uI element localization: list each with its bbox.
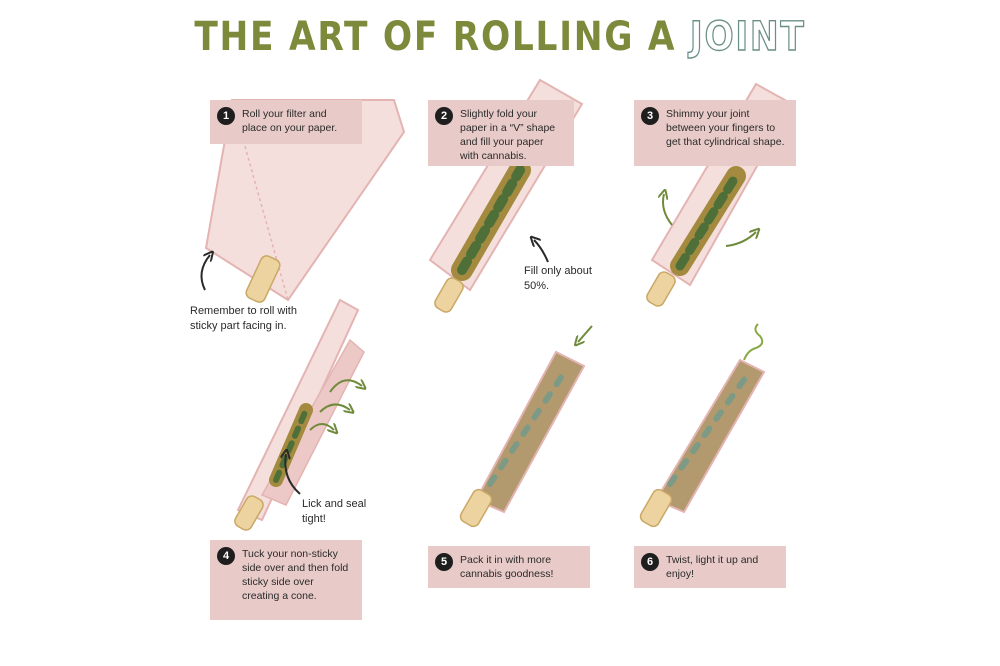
step-5-text: Pack it in with more cannabis goodness! [460, 554, 553, 580]
step-4-number: 4 [217, 547, 235, 565]
step-3-number: 3 [641, 107, 659, 125]
step-4-text: Tuck your non-sticky side over and then … [242, 548, 348, 602]
step-1-caption: 1 Roll your filter and place on your pap… [210, 100, 362, 144]
step-2-text: Slightly fold your paper in a “V” shape … [460, 108, 555, 162]
step-3-text: Shimmy your joint between your fingers t… [666, 108, 784, 148]
step-3-caption: 3 Shimmy your joint between your fingers… [634, 100, 796, 166]
step-6-caption: 6 Twist, light it up and enjoy! [634, 546, 786, 588]
step-2-caption: 2 Slightly fold your paper in a “V” shap… [428, 100, 574, 166]
step-1-number: 1 [217, 107, 235, 125]
note-lick: Lick and seal tight! [302, 497, 372, 527]
note-remember: Remember to roll with sticky part facing… [190, 304, 314, 334]
step-5-number: 5 [435, 553, 453, 571]
step-6-illustration [638, 324, 764, 529]
step-2-number: 2 [435, 107, 453, 125]
step-5-illustration [458, 326, 592, 529]
step-4-caption: 4 Tuck your non-sticky side over and the… [210, 540, 362, 620]
step-6-number: 6 [641, 553, 659, 571]
note-fill: Fill only about 50%. [524, 264, 604, 294]
step-5-caption: 5 Pack it in with more cannabis goodness… [428, 546, 590, 588]
step-6-text: Twist, light it up and enjoy! [666, 554, 758, 580]
step-1-text: Roll your filter and place on your paper… [242, 108, 337, 134]
